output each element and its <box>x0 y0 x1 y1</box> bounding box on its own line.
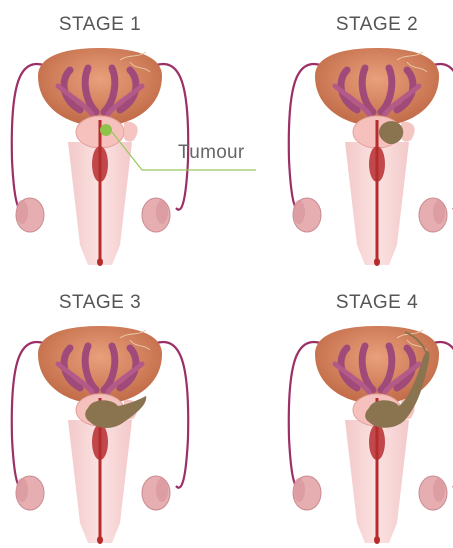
tumour-label: Tumour <box>178 142 245 164</box>
stage-title: STAGE 3 <box>0 292 200 314</box>
stage-4-panel: STAGE 4 <box>277 278 453 548</box>
anatomy-illustration <box>277 318 453 548</box>
stage-title: STAGE 4 <box>277 292 453 314</box>
stage-title: STAGE 2 <box>277 14 453 36</box>
stage-3-panel: STAGE 3 <box>0 278 226 548</box>
anatomy-illustration <box>277 40 453 270</box>
stage-2-panel: STAGE 2 <box>277 0 453 270</box>
anatomy-illustration <box>0 318 200 548</box>
